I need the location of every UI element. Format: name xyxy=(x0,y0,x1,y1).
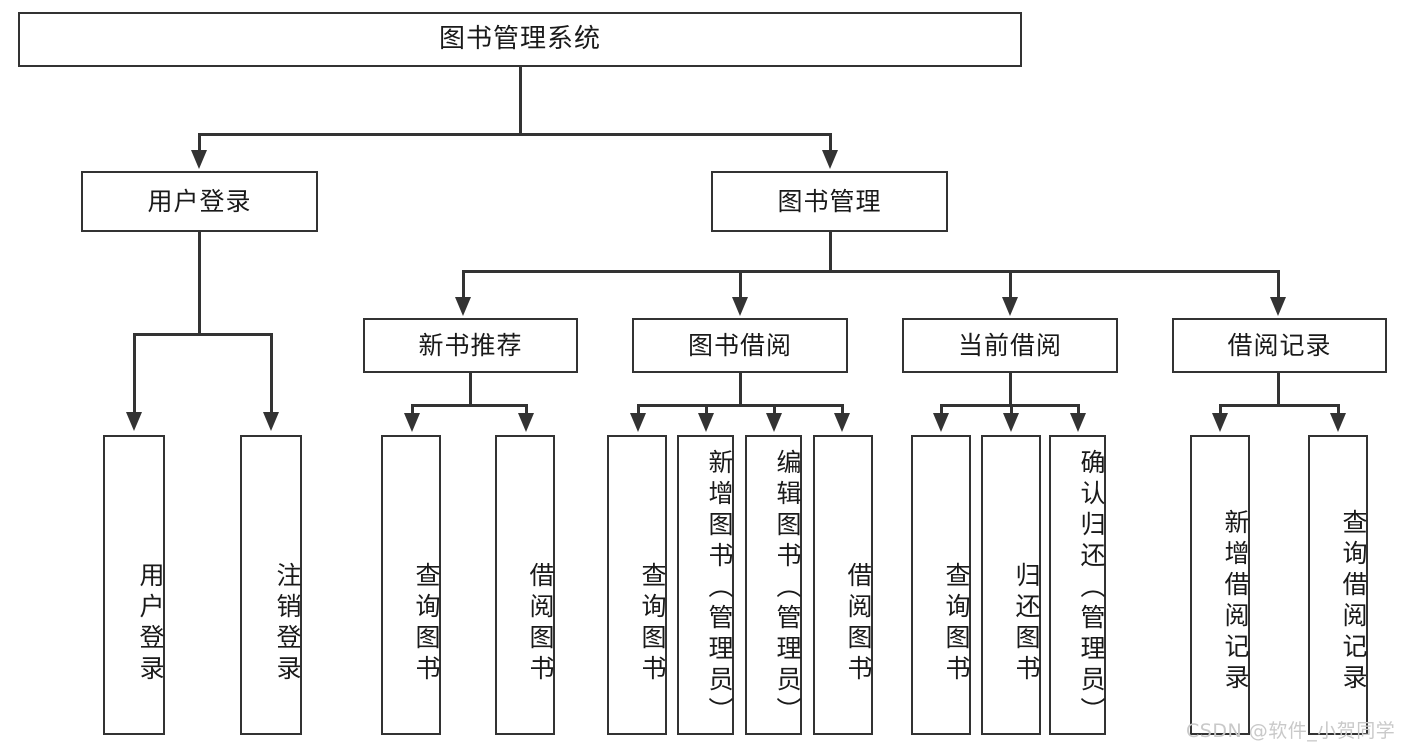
arrow-leaf-confirm-return xyxy=(1070,413,1086,432)
arrow-leaf-add-book xyxy=(698,413,714,432)
edge-new-book-drop-1 xyxy=(411,404,414,416)
node-label: 借阅图书 xyxy=(844,562,873,686)
edge-borrow-record-drop-1 xyxy=(1219,404,1222,416)
edge-book-borrow-stem xyxy=(739,373,742,405)
edge-book-borrow-drop-4 xyxy=(841,404,844,416)
node-label: 当前借阅 xyxy=(957,330,1062,360)
leaf-logout[interactable]: 注销登录 xyxy=(240,435,302,735)
node-label: 查询借阅记录 xyxy=(1339,509,1368,695)
leaf-query-book-current[interactable]: 查询图书 xyxy=(911,435,971,735)
leaf-borrow-book-recommend[interactable]: 借阅图书 xyxy=(495,435,555,735)
edge-user-login-stem xyxy=(198,232,201,334)
node-label: 用户登录 xyxy=(147,186,252,216)
arrow-leaf-query-record xyxy=(1330,413,1346,432)
arrow-leaf-edit-book xyxy=(766,413,782,432)
csdn-watermark: CSDN @软件_小贺同学 xyxy=(1186,720,1396,742)
leaf-edit-book-admin[interactable]: 编辑图书（管理员） xyxy=(745,435,802,735)
edge-current-borrow-drop-3 xyxy=(1077,404,1080,416)
arrow-leaf-query-book-2 xyxy=(630,413,646,432)
node-label: 查询图书 xyxy=(412,562,441,686)
edge-book-borrow-drop-3 xyxy=(773,404,776,416)
arrow-leaf-add-record xyxy=(1212,413,1228,432)
node-book-manage[interactable]: 图书管理 xyxy=(711,171,948,232)
node-label: 图书管理系统 xyxy=(438,24,601,55)
arrow-leaf-borrow-book-1 xyxy=(518,413,534,432)
edge-book-borrow-bus xyxy=(637,404,843,407)
edge-level3-drop-1 xyxy=(462,270,465,300)
node-book-borrow[interactable]: 图书借阅 xyxy=(632,318,848,373)
node-label: 确认归还（管理员） xyxy=(1077,448,1106,728)
arrow-to-book-manage xyxy=(822,150,838,169)
leaf-add-book-admin[interactable]: 新增图书（管理员） xyxy=(677,435,734,735)
node-label: 新增图书（管理员） xyxy=(705,448,734,728)
leaf-query-book-borrow[interactable]: 查询图书 xyxy=(607,435,667,735)
node-borrow-record[interactable]: 借阅记录 xyxy=(1172,318,1387,373)
node-root-system[interactable]: 图书管理系统 xyxy=(18,12,1022,67)
edge-to-user-login xyxy=(198,133,201,153)
edge-borrow-record-bus xyxy=(1219,404,1339,407)
edge-current-borrow-drop-2 xyxy=(1010,404,1013,416)
edge-to-book-manage xyxy=(829,133,832,153)
node-new-book-recommend[interactable]: 新书推荐 xyxy=(363,318,578,373)
node-label: 借阅记录 xyxy=(1227,330,1332,360)
edge-new-book-stem xyxy=(469,373,472,405)
edge-current-borrow-stem xyxy=(1009,373,1012,405)
arrow-to-current-borrow xyxy=(1002,297,1018,316)
leaf-user-login[interactable]: 用户登录 xyxy=(103,435,165,735)
arrow-leaf-user-login xyxy=(126,412,142,431)
arrow-to-book-borrow xyxy=(732,297,748,316)
edge-user-login-bus xyxy=(133,333,272,336)
edge-book-borrow-drop-2 xyxy=(705,404,708,416)
leaf-confirm-return-admin[interactable]: 确认归还（管理员） xyxy=(1049,435,1106,735)
edge-level2-bus xyxy=(198,133,831,136)
node-label: 用户登录 xyxy=(136,562,165,686)
edge-level3-drop-2 xyxy=(739,270,742,300)
leaf-add-borrow-record[interactable]: 新增借阅记录 xyxy=(1190,435,1250,735)
edge-borrow-record-stem xyxy=(1277,373,1280,405)
node-label: 借阅图书 xyxy=(526,562,555,686)
edge-new-book-bus xyxy=(411,404,528,407)
arrow-leaf-query-book-3 xyxy=(933,413,949,432)
node-label: 新增借阅记录 xyxy=(1221,509,1250,695)
node-label: 查询图书 xyxy=(942,562,971,686)
leaf-query-borrow-record[interactable]: 查询借阅记录 xyxy=(1308,435,1368,735)
edge-book-borrow-drop-1 xyxy=(637,404,640,416)
edge-borrow-record-drop-2 xyxy=(1337,404,1340,416)
node-label: 查询图书 xyxy=(638,562,667,686)
leaf-borrow-book-borrow[interactable]: 借阅图书 xyxy=(813,435,873,735)
edge-current-borrow-bus xyxy=(940,404,1079,407)
edge-user-login-drop-1 xyxy=(133,333,136,415)
arrow-to-new-book xyxy=(455,297,471,316)
node-user-login[interactable]: 用户登录 xyxy=(81,171,318,232)
node-label: 注销登录 xyxy=(273,562,302,686)
edge-current-borrow-drop-1 xyxy=(940,404,943,416)
arrow-leaf-query-book-1 xyxy=(404,413,420,432)
arrow-leaf-borrow-book-2 xyxy=(834,413,850,432)
node-label: 新书推荐 xyxy=(418,330,523,360)
leaf-return-book[interactable]: 归还图书 xyxy=(981,435,1041,735)
arrow-to-borrow-record xyxy=(1270,297,1286,316)
edge-level3-drop-4 xyxy=(1277,270,1280,300)
node-label: 图书管理 xyxy=(777,186,882,216)
node-label: 图书借阅 xyxy=(687,330,792,360)
edge-new-book-drop-2 xyxy=(525,404,528,416)
edge-level3-drop-3 xyxy=(1009,270,1012,300)
node-label: 编辑图书（管理员） xyxy=(773,448,802,728)
edge-book-manage-stem xyxy=(829,232,832,272)
arrow-leaf-logout xyxy=(263,412,279,431)
leaf-query-book-recommend[interactable]: 查询图书 xyxy=(381,435,441,735)
edge-user-login-drop-2 xyxy=(270,333,273,415)
edge-level3-bus xyxy=(462,270,1279,273)
arrow-to-user-login xyxy=(191,150,207,169)
arrow-leaf-return-book xyxy=(1003,413,1019,432)
node-label: 归还图书 xyxy=(1012,562,1041,686)
edge-root-stem xyxy=(519,67,522,134)
node-current-borrow[interactable]: 当前借阅 xyxy=(902,318,1118,373)
